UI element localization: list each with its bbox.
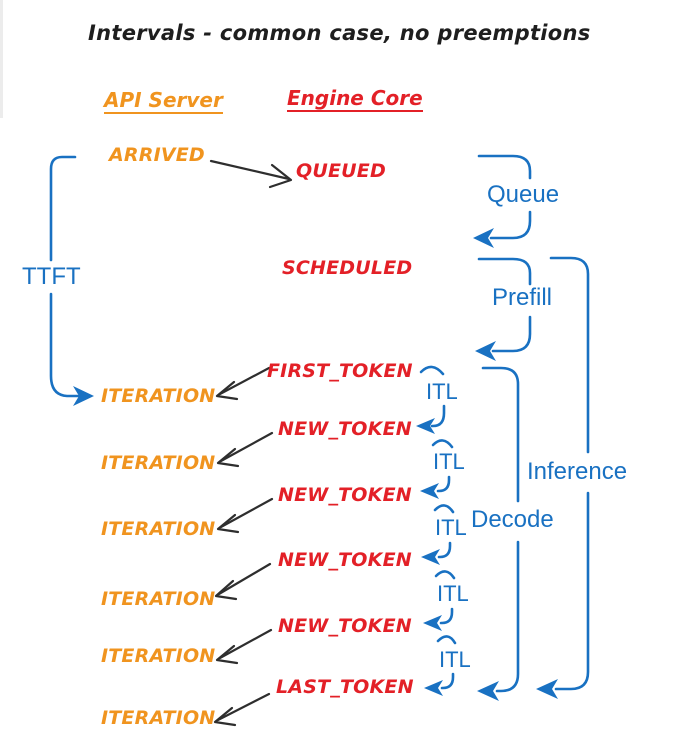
last-token-to-iteration-arrow: [213, 692, 271, 727]
interval-decode-label: Decode: [471, 506, 554, 533]
itl-connector-1: [416, 365, 446, 434]
event-iteration: ITERATION: [101, 452, 216, 474]
first-token-to-iteration-arrow: [215, 366, 271, 401]
queue-bracket: [473, 154, 532, 248]
event-last-token: LAST_TOKEN: [276, 676, 414, 698]
event-new-token: NEW_TOKEN: [278, 418, 412, 440]
itl-arrowhead: [424, 680, 443, 696]
interval-queue-label: Queue: [487, 181, 560, 208]
queue-arrowhead: [473, 228, 494, 248]
itl-arrowhead: [423, 615, 442, 631]
interval-itl-label: ITL: [439, 647, 471, 672]
window-edge: [0, 0, 3, 118]
event-scheduled: SCHEDULED: [282, 257, 413, 279]
interval-ttft-label: TTFT: [22, 263, 81, 290]
itl-connector-3: [421, 504, 455, 565]
decode-bracket: [477, 366, 520, 701]
column-header-engine-core: Engine Core: [287, 86, 423, 112]
inference-bracket: [536, 256, 590, 699]
event-new-token: NEW_TOKEN: [278, 615, 412, 637]
event-first-token: FIRST_TOKEN: [267, 360, 413, 382]
event-new-token: NEW_TOKEN: [278, 484, 412, 506]
event-iteration: ITERATION: [101, 707, 216, 729]
diagram-title: Intervals - common case, no preemptions: [88, 21, 591, 45]
event-arrived: ARRIVED: [109, 144, 205, 166]
arrived-to-queued-arrow: [209, 159, 293, 189]
itl-arrowhead: [421, 549, 440, 565]
decode-arrowhead: [477, 681, 499, 701]
itl-connector-5: [424, 635, 457, 696]
interval-itl-label: ITL: [426, 379, 458, 404]
ttft-arrowhead: [73, 386, 94, 406]
ttft-bracket: [49, 155, 94, 406]
new-token-to-iteration-arrow: [215, 628, 273, 665]
itl-connector-2: [420, 439, 454, 499]
new-token-to-iteration-arrow: [216, 431, 274, 468]
interval-itl-label: ITL: [437, 581, 469, 606]
event-iteration: ITERATION: [101, 588, 216, 610]
event-queued: QUEUED: [296, 160, 386, 182]
prefill-bracket: [475, 257, 532, 361]
itl-arrowhead: [416, 418, 435, 434]
interval-itl-label: ITL: [435, 515, 467, 540]
interval-prefill-label: Prefill: [492, 284, 553, 311]
column-header-api-server: API Server: [104, 88, 223, 114]
new-token-to-iteration-arrow: [214, 562, 272, 601]
prefill-arrowhead: [475, 341, 496, 361]
itl-arrowhead: [420, 483, 439, 499]
event-iteration: ITERATION: [101, 518, 216, 540]
new-token-to-iteration-arrow: [216, 497, 274, 534]
event-iteration: ITERATION: [101, 645, 216, 667]
event-iteration: ITERATION: [101, 385, 216, 407]
inference-arrowhead: [536, 679, 558, 699]
itl-connector-4: [423, 570, 456, 631]
event-new-token: NEW_TOKEN: [278, 549, 412, 571]
interval-inference-label: Inference: [527, 458, 628, 485]
interval-itl-label: ITL: [433, 449, 465, 474]
